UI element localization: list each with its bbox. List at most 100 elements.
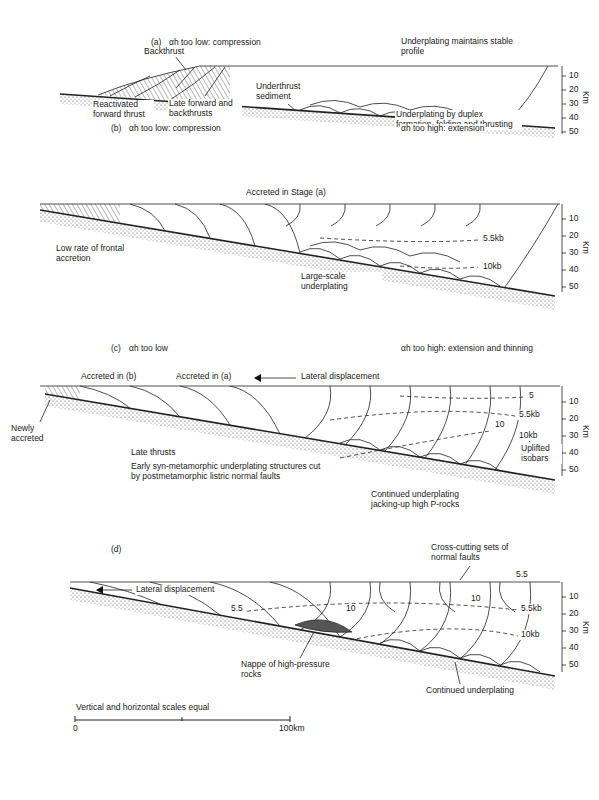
section-a-line xyxy=(288,104,296,111)
section-d-line xyxy=(380,639,540,672)
annotation-label: Lateral displacement xyxy=(300,372,380,382)
section-b-line xyxy=(130,204,300,253)
annotation-label: Accreted in (b) xyxy=(80,372,137,382)
annotation-label: Nappe of high-pressure rocks xyxy=(240,660,332,680)
section-a-line xyxy=(205,67,225,96)
section-c-line xyxy=(45,386,80,400)
section-d-line xyxy=(455,662,460,684)
annotation-label: 5.5 xyxy=(230,604,244,614)
section-c-line xyxy=(400,396,525,398)
annotation-label: 10kb xyxy=(518,431,538,441)
section-a-line xyxy=(135,70,180,97)
section-a-line xyxy=(175,56,186,70)
section-d-line xyxy=(460,566,470,580)
section-c-line xyxy=(80,386,280,434)
annotation-label: 10 xyxy=(470,594,481,604)
annotation-label: 10 xyxy=(568,397,579,407)
section-a xyxy=(60,56,566,138)
annotation-label: Late forward and backthrusts xyxy=(168,99,242,119)
annotation-label: αh too low xyxy=(128,344,169,354)
annotation-label: 30 xyxy=(568,99,579,109)
annotation-label: 100km xyxy=(278,724,306,734)
annotation-label: 10kb xyxy=(482,262,502,272)
annotation-label: 20 xyxy=(568,609,579,619)
annotation-label: αh too low: compression xyxy=(128,124,222,134)
annotation-label: Accreted in (a) xyxy=(175,372,232,382)
section-b-line xyxy=(286,204,480,226)
section-b-line xyxy=(562,204,566,292)
annotation-label: Late thrusts xyxy=(130,448,176,458)
section-b-line xyxy=(40,210,555,310)
section-b-line xyxy=(40,210,555,296)
annotation-label: 20 xyxy=(568,231,579,241)
axis-unit: Km xyxy=(580,424,590,439)
annotation-label: Accreted in Stage (a) xyxy=(245,188,327,198)
annotation-label: 30 xyxy=(568,248,579,258)
section-b-line xyxy=(505,204,558,287)
annotation-label: Underplating maintains stable profile xyxy=(400,37,522,57)
axis-unit: Km xyxy=(580,620,590,635)
annotation-label: 40 xyxy=(568,113,579,123)
section-d-line xyxy=(350,629,518,640)
annotation-label: 30 xyxy=(568,431,579,441)
section-d-line xyxy=(70,582,560,583)
annotation-label: 10kb xyxy=(520,630,540,640)
section-a-line xyxy=(110,76,150,96)
annotation-label: 10 xyxy=(568,71,579,81)
section-d-line xyxy=(240,603,518,612)
section-a-line xyxy=(170,67,215,100)
section-d-line xyxy=(295,620,352,632)
annotation-label: 10 xyxy=(345,604,356,614)
annotation-label: αh too high: extension xyxy=(400,124,485,134)
annotation-label: (d) xyxy=(110,545,122,555)
section-d-line xyxy=(97,590,132,591)
annotation-label: 50 xyxy=(568,465,579,475)
annotation-label: Vertical and horizontal scales equal xyxy=(75,703,210,713)
annotation-label: 5 xyxy=(528,391,535,401)
annotation-label: 40 xyxy=(568,448,579,458)
section-a-line xyxy=(562,66,566,134)
section-d-line xyxy=(70,588,555,690)
section-c xyxy=(40,378,566,494)
section-b-line xyxy=(320,238,478,242)
annotation-label: Cross-cutting sets of normal faults xyxy=(430,543,532,563)
annotation-label: 20 xyxy=(568,85,579,95)
annotation-label: 5.5kb xyxy=(482,234,505,244)
annotation-label: 50 xyxy=(568,127,579,137)
section-c-line xyxy=(40,386,560,387)
section-a-line xyxy=(176,67,195,88)
section-d-line xyxy=(562,582,566,672)
section-b-line xyxy=(40,204,120,223)
annotation-label: (c) xyxy=(110,344,122,354)
section-d xyxy=(70,566,566,690)
annotation-label: Lateral displacement xyxy=(135,585,215,595)
section-c-line xyxy=(255,378,296,379)
annotation-label: Reactivated forward thrust xyxy=(92,100,154,120)
annotation-label: Low rate of frontal accretion xyxy=(55,244,147,264)
annotation-label: (b) xyxy=(110,124,122,134)
annotation-label: Newly accreted xyxy=(10,424,62,444)
section-a-line xyxy=(200,66,558,67)
annotation-label: 40 xyxy=(568,265,579,275)
annotation-label: Backthrust xyxy=(143,47,185,57)
scale-bar xyxy=(75,716,290,722)
scale-bar-line xyxy=(75,716,290,722)
section-b xyxy=(40,204,566,310)
annotation-label: 10 xyxy=(568,214,579,224)
annotation-label: 5.5kb xyxy=(520,604,543,614)
section-c-line xyxy=(562,386,566,476)
annotation-label: αh too high: extension and thinning xyxy=(400,344,534,354)
annotation-label: 20 xyxy=(568,414,579,424)
section-c-line xyxy=(305,386,521,470)
annotation-label: 5.5kb xyxy=(518,410,541,420)
annotation-label: 0 xyxy=(72,724,79,734)
annotation-label: 50 xyxy=(568,282,579,292)
section-c-line xyxy=(340,431,490,458)
section-c-line xyxy=(40,400,50,422)
section-b-line xyxy=(400,266,478,268)
annotation-label: 30 xyxy=(568,626,579,636)
annotation-label: 10 xyxy=(568,592,579,602)
annotation-label: 40 xyxy=(568,643,579,653)
